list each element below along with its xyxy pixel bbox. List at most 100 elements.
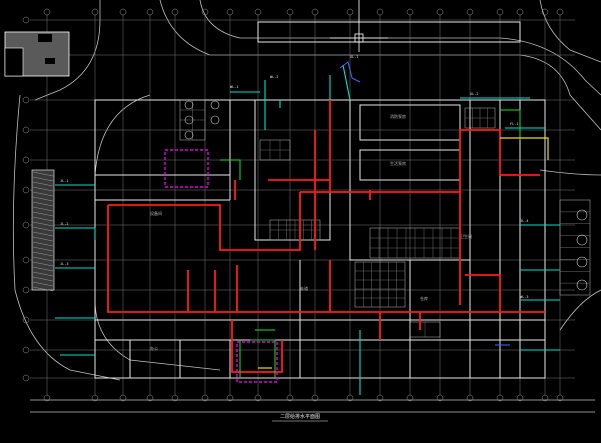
axis-bubble [556,394,564,402]
axis-bubble [201,8,209,16]
riser-tag: XL-1 [350,55,358,59]
axis-bubble [346,8,354,16]
pump-symbol [184,130,194,140]
pump-symbol [184,100,194,110]
equipment-blocks [179,99,591,338]
hatch-line [32,271,54,277]
axis-bubble [22,286,30,294]
hatch-line [32,261,54,267]
axis-bubble [254,394,262,402]
hatch-line [32,196,54,202]
yellow-accent-pipes [258,137,549,369]
left-hatched-block [31,169,55,292]
axis-bubble [286,8,294,16]
riser-tag: WL-3 [520,295,528,299]
hatch-line [32,201,54,207]
hatch-line [32,226,54,232]
axis-bubble [346,394,354,402]
axis-bubble [286,394,294,402]
hatch-line [32,181,54,187]
axis-bubble [146,394,154,402]
axis-bubble [22,156,30,164]
axis-bubble [22,346,30,354]
room-label: 走道 [300,285,308,291]
hatch-line [32,176,54,182]
axis-bubble [171,8,179,16]
riser-tag: JL-1 [60,179,68,183]
axis-bubble [22,16,30,24]
room-label: 消防泵房 [390,113,406,119]
hatch-line [32,231,54,237]
riser-tag: WL-1 [230,85,238,89]
hatch-line [32,236,54,242]
room-label: 仓库 [420,295,428,301]
axis-bubble [91,394,99,402]
pump-symbol [184,115,194,125]
axis-bubble [376,8,384,16]
axis-bubble [516,8,524,16]
riser-tag: JL-3 [60,262,68,266]
axis-bubble [311,8,319,16]
axis-bubble [436,394,444,402]
tank-symbol [576,279,588,291]
axis-bubble [254,8,262,16]
axis-bubble [119,394,127,402]
axis-bubble [556,8,564,16]
hatch-line [32,256,54,262]
axis-bubble [22,316,30,324]
axis-bubble [171,394,179,402]
axis-bubble [226,394,234,402]
hatch-line [32,246,54,252]
tank-symbol [576,209,588,221]
room-label: 设备间 [150,210,162,216]
axis-bubble [91,8,99,16]
tank-symbol [576,256,588,268]
axis-bubble [22,256,30,264]
axis-bubble [406,394,414,402]
axis-bubble [496,8,504,16]
riser-tag: FL-1 [510,122,518,126]
axis-bubble [436,8,444,16]
hatch-line [32,221,54,227]
axis-bubble [466,394,474,402]
room-label: 卫生间 [460,233,472,239]
hatch-line [32,191,54,197]
axis-bubble [146,8,154,16]
hatch-line [32,211,54,217]
axis-bubble [201,394,209,402]
hatch-line [32,286,54,292]
highlight-zones [164,149,278,383]
axis-bubble [496,394,504,402]
hatch-line [32,241,54,247]
hatch-line [32,171,54,177]
axis-bubble [541,394,549,402]
riser-tag: JL-4 [520,219,528,223]
room-label: 生活泵房 [390,160,406,166]
pump-symbol [210,100,220,110]
hatch-line [32,276,54,282]
axis-bubble [516,394,524,402]
hatch-line [32,186,54,192]
axis-bubble [22,221,30,229]
axis-bubble [119,8,127,16]
drawing-title: 二层给排水平面图 [280,413,320,420]
riser-tag: JL-2 [60,222,68,226]
axis-bubble [466,8,474,16]
axis-bubble [22,126,30,134]
axis-bubble [541,8,549,16]
axis-bubble [226,8,234,16]
hatch-line [32,206,54,212]
hatch-line [32,216,54,222]
fire-pipe-network [107,100,545,373]
center-marker [330,0,388,52]
axis-bubble [43,8,51,16]
riser-tag: WL-2 [270,75,278,79]
drainage-network [220,109,521,378]
axis-bubble [22,96,30,104]
room-label: 办公 [150,345,158,351]
hatch-line [32,281,54,287]
secondary-network [339,61,510,346]
